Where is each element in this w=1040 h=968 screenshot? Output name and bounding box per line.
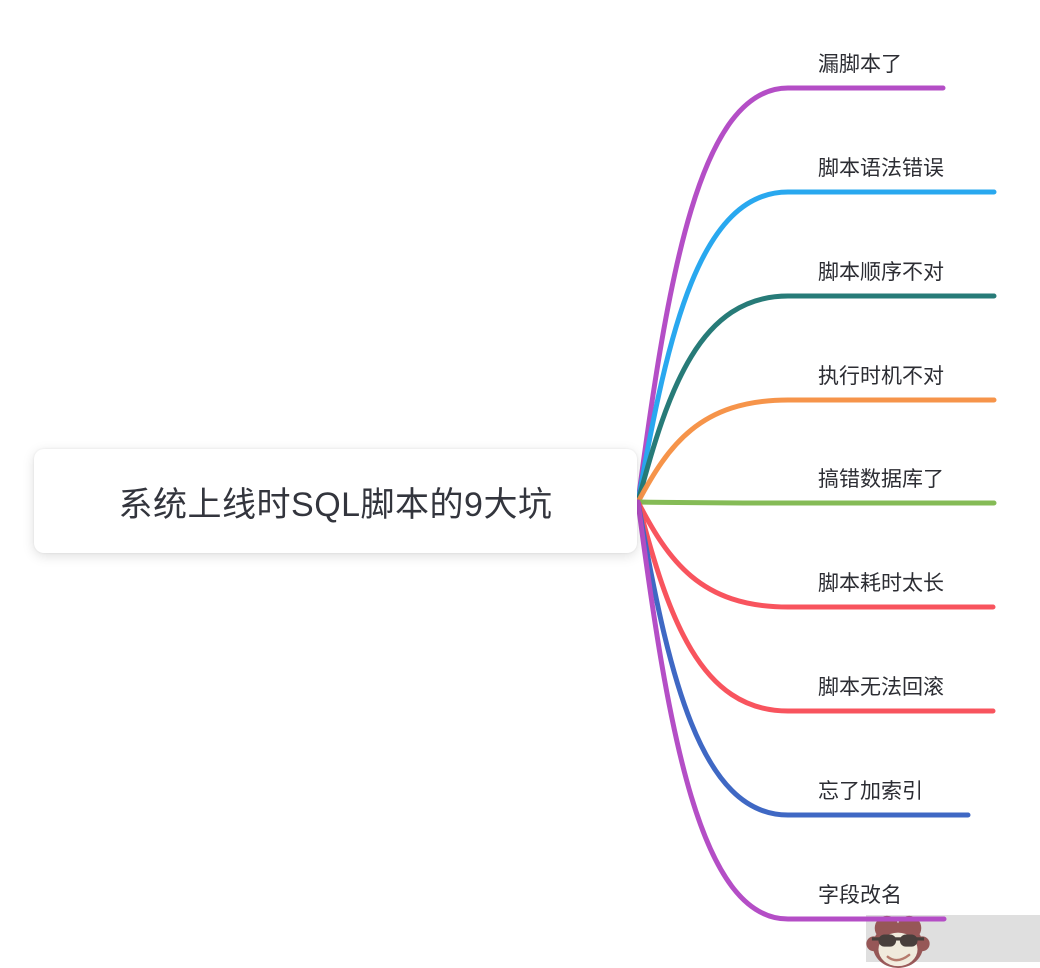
monkey-face-with-sunglasses-icon bbox=[866, 915, 930, 968]
branch-topic-label[interactable]: 搞错数据库了 bbox=[818, 468, 944, 491]
branch-topic-label[interactable]: 执行时机不对 bbox=[818, 365, 944, 388]
branch-connector-line bbox=[635, 499, 997, 506]
branch-topic-label[interactable]: 字段改名 bbox=[818, 884, 902, 907]
branch-topic-label[interactable]: 漏脚本了 bbox=[818, 53, 902, 76]
branch-connector-line bbox=[635, 189, 997, 505]
branch-connector-line bbox=[635, 499, 971, 818]
branch-topic-label[interactable]: 脚本顺序不对 bbox=[818, 261, 944, 284]
branch-topic-label[interactable]: 脚本语法错误 bbox=[818, 157, 944, 180]
central-topic-label: 系统上线时SQL脚本的9大坑 bbox=[118, 485, 553, 524]
branch-topic-label[interactable]: 脚本无法回滚 bbox=[818, 676, 944, 699]
branch-topic-label[interactable]: 脚本耗时太长 bbox=[818, 572, 944, 595]
central-topic-node[interactable]: 系统上线时SQL脚本的9大坑 bbox=[34, 449, 637, 553]
branch-connector-line bbox=[635, 85, 946, 505]
branch-connector-line bbox=[635, 499, 947, 922]
branch-topic-label[interactable]: 忘了加索引 bbox=[818, 780, 923, 803]
